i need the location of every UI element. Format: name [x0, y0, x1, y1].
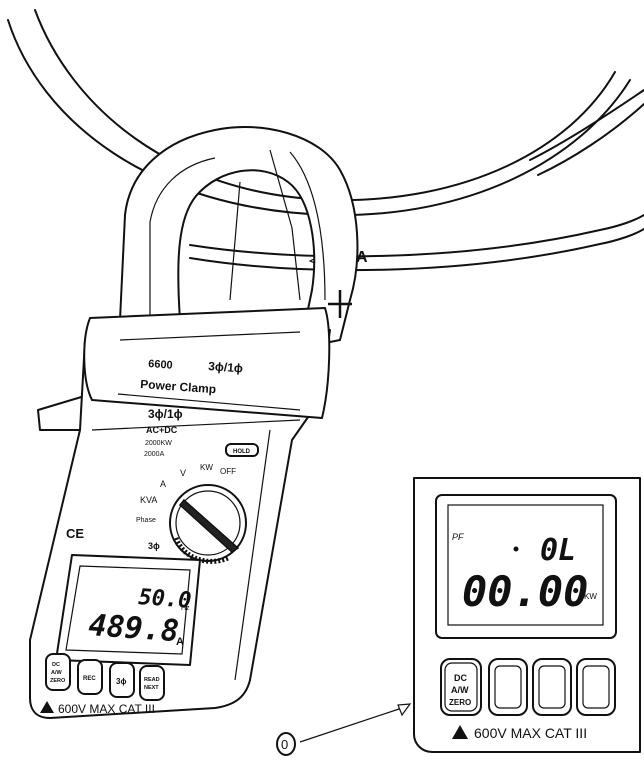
svg-text:ZERO: ZERO: [50, 678, 66, 684]
read-next-button[interactable]: READ NEXT: [139, 665, 165, 701]
model-label: 6600: [148, 358, 173, 372]
function-buttons: DC A/W ZERO REC 3ϕ READ NEXT: [45, 653, 165, 701]
inset-warning: 600V MAX CAT III: [452, 725, 587, 741]
callout-label: 0: [281, 737, 288, 752]
svg-text:ZERO: ZERO: [449, 698, 471, 707]
svg-text:READ: READ: [144, 677, 160, 683]
inset-top-value: 0L: [540, 533, 576, 568]
inset-dc-zero-button[interactable]: DC A/W ZERO: [440, 658, 482, 716]
svg-text:600V MAX CAT III: 600V MAX CAT III: [58, 702, 155, 716]
meter-warning: 600V MAX CAT III: [40, 701, 155, 716]
clamp-jaw: [119, 126, 359, 349]
hold-button[interactable]: HOLD: [225, 443, 259, 457]
svg-text:NEXT: NEXT: [144, 685, 159, 691]
inset-button-2[interactable]: [488, 658, 528, 716]
lcd-top-value: 50.0: [138, 585, 193, 614]
svg-text:DC: DC: [454, 673, 467, 683]
inset-button-3[interactable]: [532, 658, 572, 716]
inset-main-value: 00.00: [462, 567, 588, 616]
meter-face-text: 3ϕ/1ϕ AC+DC 2000KW 2000A: [144, 407, 183, 458]
polarity-mark: [328, 290, 352, 318]
dial-labels: V KW OFF A KVA Phase 3ϕ: [136, 463, 236, 551]
svg-text:KVA: KVA: [140, 495, 157, 505]
rec-button[interactable]: REC: [77, 659, 103, 695]
svg-text:A/W: A/W: [51, 670, 63, 676]
rotary-dial[interactable]: [169, 484, 247, 564]
band-label: Power Clamp: [140, 377, 217, 396]
svg-text:2000A: 2000A: [144, 451, 165, 458]
svg-text:V: V: [180, 468, 186, 478]
main-lcd: 50.0 Hz 489.8 A: [55, 554, 201, 666]
phase-button[interactable]: 3ϕ: [109, 662, 135, 698]
svg-text:REC: REC: [83, 676, 96, 682]
phase-mark: 3ϕ/1ϕ: [208, 359, 244, 375]
ce-mark: CE: [66, 526, 84, 541]
current-label: A: [356, 249, 368, 266]
inset-button-4[interactable]: [576, 658, 616, 716]
meter-band: 6600 3ϕ/1ϕ Power Clamp: [83, 307, 331, 419]
svg-text:Phase: Phase: [136, 517, 156, 524]
svg-text:A: A: [160, 479, 166, 489]
svg-text:3ϕ: 3ϕ: [148, 541, 160, 551]
lcd-main-unit: A: [176, 636, 184, 648]
lcd-top-unit: Hz: [181, 605, 190, 612]
svg-text:3ϕ/1ϕ: 3ϕ/1ϕ: [148, 407, 183, 421]
svg-text:600V MAX CAT III: 600V MAX CAT III: [474, 725, 587, 741]
svg-text:KW: KW: [200, 463, 213, 472]
inset-buttons: DC A/W ZERO: [440, 658, 616, 716]
inset-pf-label: PF: [452, 532, 464, 542]
inset-main-unit: KW: [584, 592, 597, 601]
svg-text:3ϕ: 3ϕ: [116, 677, 126, 686]
svg-text:A/W: A/W: [451, 685, 469, 695]
dc-zero-button[interactable]: DC A/W ZERO: [45, 653, 71, 691]
svg-text:HOLD: HOLD: [233, 449, 251, 455]
svg-text:AC+DC: AC+DC: [146, 425, 178, 435]
svg-text:DC: DC: [52, 662, 60, 668]
lcd-main-value: 489.8: [87, 608, 180, 649]
callout-pointer: 0: [276, 703, 412, 756]
svg-text:OFF: OFF: [220, 467, 236, 476]
svg-text:2000KW: 2000KW: [145, 440, 172, 447]
